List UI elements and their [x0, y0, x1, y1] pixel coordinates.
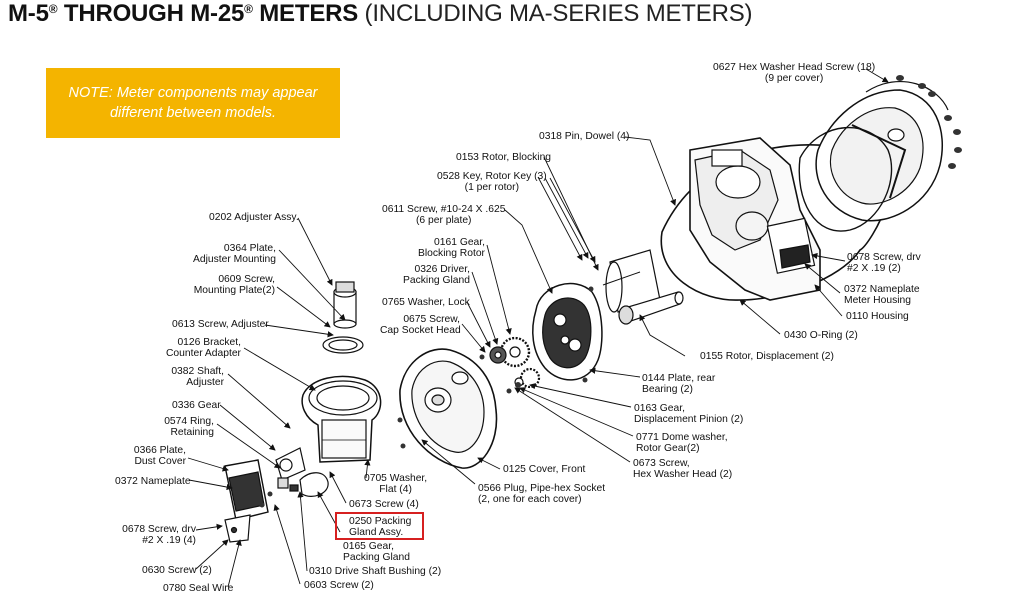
label-0153: 0153 Rotor, Blocking [456, 152, 552, 163]
label-0126: 0126 Bracket,Counter Adapter [166, 337, 241, 359]
label-0165: 0165 Gear,Packing Gland [343, 541, 410, 563]
label-0366: 0366 Plate,Dust Cover [133, 445, 186, 467]
title-subtitle: (INCLUDING MA-SERIES METERS) [358, 0, 753, 27]
label-0364: 0364 Plate,Adjuster Mounting [193, 243, 276, 265]
label-0613: 0613 Screw, Adjuster [172, 319, 269, 330]
small-hardware [259, 286, 594, 508]
adjuster-assembly [333, 281, 357, 329]
label-0566: 0566 Plug, Pipe-hex Socket(2, one for ea… [478, 483, 606, 505]
label-0372-left: 0372 Nameplate [115, 476, 191, 487]
leader-lines [187, 68, 889, 588]
label-0678-left: 0678 Screw, drv#2 X .19 (4) [122, 524, 196, 546]
gears [489, 336, 541, 389]
label-0163: 0163 Gear,Displacement Pinion (2) [634, 403, 744, 425]
rotors [602, 249, 684, 325]
title-bold: M-5® THROUGH M-25® METERS [8, 0, 359, 27]
label-0678-right: 0678 Screw, drv#2 X .19 (2) [847, 252, 921, 274]
label-0609: 0609 Screw,Mounting Plate(2) [193, 274, 275, 296]
shaft-small-parts [275, 447, 329, 497]
label-0202: 0202 Adjuster Assy. [209, 212, 299, 223]
nameplate-dust-cover [224, 459, 269, 543]
label-0382: 0382 Shaft,Adjuster [171, 366, 224, 388]
label-0326: 0326 Driver,Packing Gland [403, 264, 470, 286]
label-0627: 0627 Hex Washer Head Screw (18)(9 per co… [713, 62, 876, 84]
rear-bearing-plate [532, 282, 603, 381]
label-0310: 0310 Drive Shaft Bushing (2) [309, 566, 442, 577]
label-0630: 0630 Screw (2) [142, 565, 212, 576]
page-title: M-5® THROUGH M-25® METERS (INCLUDING MA-… [8, 0, 753, 28]
label-0110: 0110 Housing [846, 311, 909, 322]
label-0574: 0574 Ring,Retaining [164, 416, 214, 438]
label-0603: 0603 Screw (2) [304, 580, 374, 591]
housing [689, 137, 821, 301]
label-0318: 0318 Pin, Dowel (4) [539, 131, 630, 142]
o-ring-small [798, 127, 893, 232]
label-0705: 0705 Washer,Flat (4) [364, 473, 428, 495]
label-0161: 0161 Gear,Blocking Rotor [418, 237, 485, 259]
parts-artwork [224, 75, 962, 543]
label-0771: 0771 Dome washer,Rotor Gear(2) [636, 432, 728, 454]
label-0675: 0675 Screw,Cap Socket Head [380, 314, 461, 336]
highlight-box-0250 [335, 512, 424, 540]
front-cover [399, 348, 498, 469]
label-0155: 0155 Rotor, Displacement (2) [700, 351, 834, 362]
label-0673-left: 0673 Screw (4) [349, 499, 419, 510]
counter-adapter [301, 336, 382, 463]
cover-screws [896, 75, 962, 169]
label-0611: 0611 Screw, #10-24 X .625(6 per plate) [382, 204, 506, 226]
label-0765: 0765 Washer, Lock [382, 297, 470, 308]
label-0528: 0528 Key, Rotor Key (3)(1 per rotor) [437, 171, 547, 193]
label-0336: 0336 Gear [172, 400, 221, 411]
label-0780: 0780 Seal Wire [163, 583, 234, 594]
label-0430: 0430 O-Ring (2) [784, 330, 858, 341]
label-0125: 0125 Cover, Front [503, 464, 586, 475]
rear-cover [815, 81, 949, 222]
label-0673-right: 0673 Screw,Hex Washer Head (2) [633, 458, 733, 480]
